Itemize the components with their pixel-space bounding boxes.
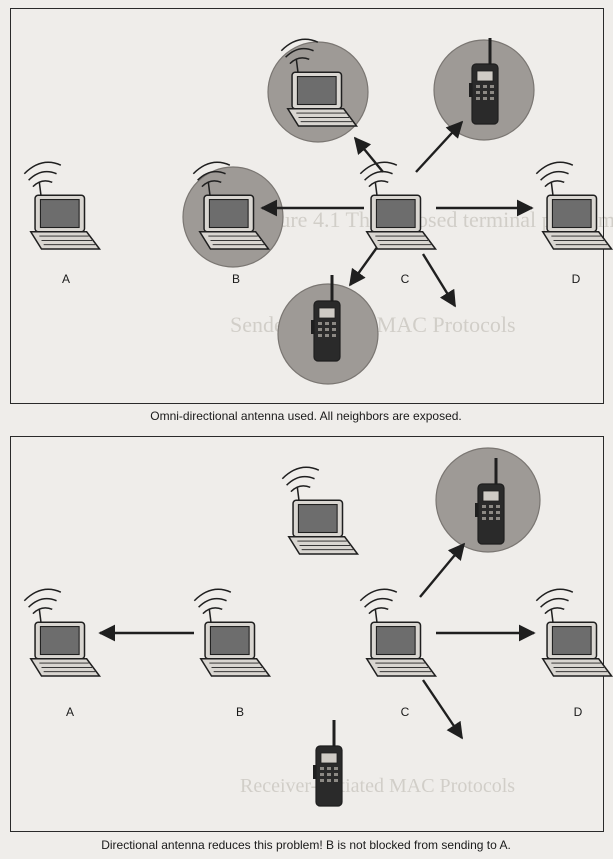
radio-handset-icon-bottom2	[311, 718, 344, 808]
node-label-c1: C	[401, 272, 410, 286]
laptop-icon-b2	[193, 588, 271, 677]
node-label-a2: A	[66, 705, 74, 719]
arrow-c-to-laptop-top	[353, 136, 384, 173]
omni-arrows	[260, 120, 534, 308]
arrow-c-to-radio-bottom	[349, 245, 379, 287]
laptop-icon-top2	[281, 466, 359, 555]
arrow-c-to-radio-top	[415, 120, 464, 173]
laptop-icon-a1	[23, 161, 101, 250]
arrow-c-to-open2	[422, 679, 463, 740]
laptop-icon-a2	[23, 588, 101, 677]
caption-omni: Omni-directional antenna used. All neigh…	[150, 409, 462, 423]
laptop-icon-d2	[535, 588, 613, 677]
diagram-panel-directional	[10, 436, 604, 832]
arrow-c-to-open	[421, 253, 457, 308]
caption-directional: Directional antenna reduces this problem…	[101, 838, 511, 852]
laptop-icon-c2	[359, 588, 437, 677]
node-label-c2: C	[401, 705, 410, 719]
laptop-icon-d1	[535, 161, 613, 250]
node-label-b2: B	[236, 705, 244, 719]
diagram-panel-omni	[10, 8, 604, 404]
directional-arrows	[98, 542, 536, 740]
bleed-text-3: Receiver-Initiated MAC Protocols	[240, 775, 516, 797]
arrow-c-to-radio-top2	[419, 542, 466, 598]
node-label-a1: A	[62, 272, 70, 286]
node-label-d2: D	[574, 705, 583, 719]
laptop-icon-c1	[359, 161, 437, 250]
node-label-b1: B	[232, 272, 240, 286]
node-label-d1: D	[572, 272, 581, 286]
